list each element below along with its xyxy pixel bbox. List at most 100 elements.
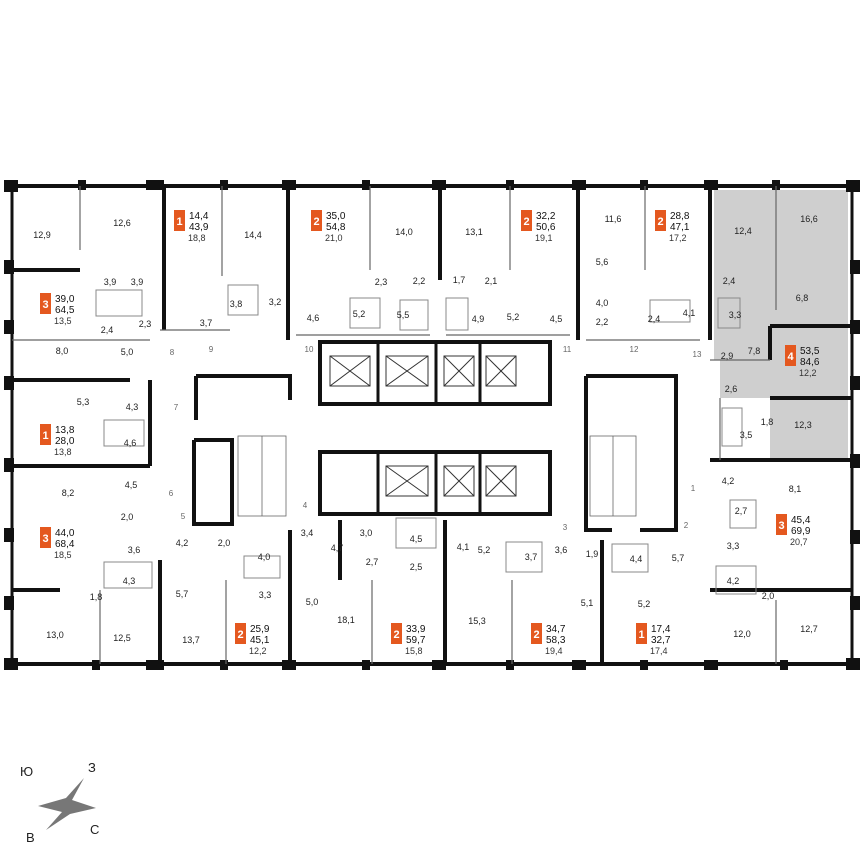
room-area-label: 2,0	[218, 538, 231, 548]
total-area: 69,9	[791, 526, 811, 537]
room-area-label: 8,1	[789, 484, 802, 494]
room-area-label: 5,7	[672, 553, 685, 563]
room-area-label: 5,2	[478, 545, 491, 555]
rooms-count: 1	[638, 629, 644, 641]
room-area-label: 14,4	[244, 230, 262, 240]
room-area-label: 3,6	[555, 545, 568, 555]
kitchen-area: 19,4	[545, 646, 563, 656]
total-area: 28,0	[55, 436, 75, 447]
rooms-count-box	[174, 210, 185, 231]
kitchen-area: 17,2	[669, 233, 687, 243]
room-area-label: 2,4	[723, 276, 736, 286]
room-area-label: 5,2	[507, 312, 520, 322]
room-area-label: 7,8	[748, 346, 761, 356]
room-area-label: 3,0	[360, 528, 373, 538]
room-area-label: 3,3	[729, 310, 742, 320]
total-area: 54,8	[326, 222, 346, 233]
total-area: 58,3	[546, 635, 566, 646]
kitchen-area: 15,8	[405, 646, 423, 656]
room-area-label: 14,0	[395, 227, 413, 237]
rooms-count: 1	[176, 216, 182, 228]
room-area-label: 13,7	[182, 635, 200, 645]
room-area-label: 12,3	[794, 420, 812, 430]
rooms-count-box	[40, 424, 51, 445]
kitchen-area: 18,5	[54, 550, 72, 560]
kitchen-area: 13,8	[54, 447, 72, 457]
living-area: 25,9	[250, 624, 270, 635]
entrance-number: 4	[303, 501, 308, 510]
kitchen-area: 21,0	[325, 233, 343, 243]
stairwells	[192, 374, 678, 532]
room-area-label: 13,1	[465, 227, 483, 237]
room-area-label: 2,0	[121, 512, 134, 522]
living-area: 17,4	[651, 624, 671, 635]
room-area-label: 2,2	[596, 317, 609, 327]
living-area: 35,0	[326, 211, 346, 222]
rooms-count: 2	[313, 216, 319, 228]
rooms-count: 1	[42, 430, 48, 442]
living-area: 53,5	[800, 346, 820, 357]
rooms-count: 3	[42, 299, 48, 311]
total-area: 32,7	[651, 635, 671, 646]
room-area-label: 5,0	[121, 347, 134, 357]
room-area-label: 5,0	[306, 597, 319, 607]
room-area-label: 2,0	[762, 591, 775, 601]
apartment-badge[interactable]: 2 35,054,821,0	[311, 210, 346, 243]
room-area-label: 16,6	[800, 214, 818, 224]
room-area-label: 4,2	[176, 538, 189, 548]
kitchen-area: 19,1	[535, 233, 553, 243]
room-area-label: 2,9	[721, 351, 734, 361]
room-area-label: 3,5	[740, 430, 753, 440]
room-area-label: 5,3	[77, 397, 90, 407]
room-area-label: 12,0	[733, 629, 751, 639]
room-area-label: 3,7	[525, 552, 538, 562]
partition-walls	[12, 186, 777, 664]
rooms-count: 2	[523, 216, 529, 228]
room-area-label: 8,0	[56, 346, 69, 356]
entrance-number: 13	[693, 350, 702, 359]
room-area-label: 13,0	[46, 630, 64, 640]
window-markers	[4, 180, 860, 670]
kitchen-area: 18,8	[188, 233, 206, 243]
rooms-count-box	[785, 345, 796, 366]
room-area-label: 4,1	[457, 542, 470, 552]
total-area: 50,6	[536, 222, 556, 233]
room-area-label: 2,6	[725, 384, 738, 394]
room-area-label: 4,5	[550, 314, 563, 324]
rooms-count: 3	[42, 533, 48, 545]
total-area: 64,5	[55, 305, 75, 316]
room-area-label: 1,9	[586, 549, 599, 559]
living-area: 33,9	[406, 624, 426, 635]
room-area-label: 12,6	[113, 218, 131, 228]
room-area-label: 1,8	[761, 417, 774, 427]
inner-walls	[12, 186, 852, 664]
kitchen-area: 13,5	[54, 316, 72, 326]
total-area: 68,4	[55, 539, 75, 550]
rooms-count-box	[636, 623, 647, 644]
room-area-label: 3,3	[727, 541, 740, 551]
room-area-label: 3,9	[131, 277, 144, 287]
room-area-label: 4,4	[630, 554, 643, 564]
room-area-label: 2,2	[413, 276, 426, 286]
total-area: 43,9	[189, 222, 209, 233]
total-area: 45,1	[250, 635, 270, 646]
entrance-number: 6	[169, 489, 174, 498]
room-area-label: 2,7	[735, 506, 748, 516]
room-area-label: 18,1	[337, 615, 355, 625]
room-area-label: 5,2	[353, 309, 366, 319]
room-area-label: 4,1	[683, 308, 696, 318]
